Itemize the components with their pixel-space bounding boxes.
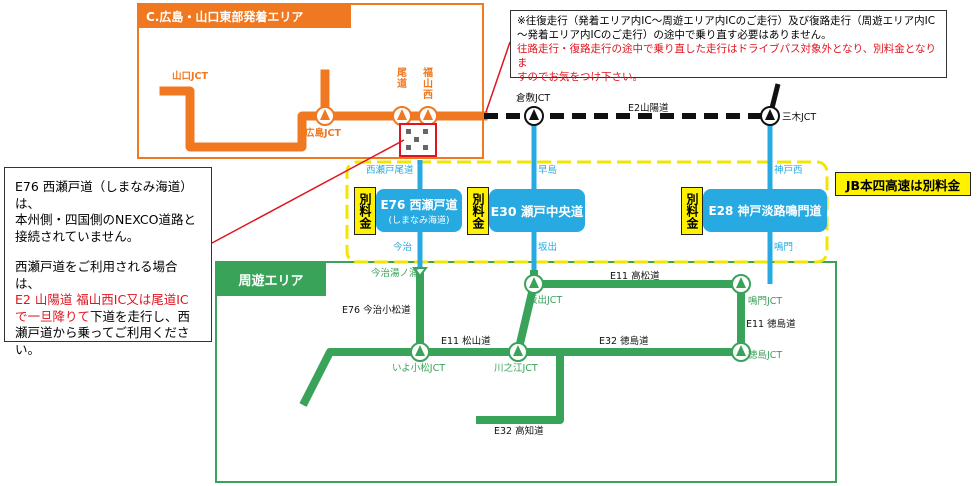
- e76-route-box: E76 西瀬戸道 (しまなみ海道): [376, 189, 462, 232]
- left-note-after-red: 下道を走行し、西: [90, 308, 191, 324]
- left-note-line1: E76 西瀬戸道（しまなみ海道）は、: [15, 179, 193, 211]
- e30-route-name: E30 瀬戸中央道: [490, 204, 584, 219]
- label-imabari: 今治: [393, 241, 412, 253]
- top-note-line1: ※往復走行（発着エリア内IC～周遊エリア内ICのご走行）及び復路走行（周遊エリア…: [517, 15, 936, 27]
- top-note-red2: すのでお気をつけ下さい。: [517, 71, 643, 83]
- jb-separate-fee-badge: JB本四高速は別料金: [835, 172, 971, 196]
- label-hayashima: 早島: [538, 164, 557, 176]
- jct-markers: [315, 106, 780, 362]
- label-e32-kochi: E32 高知道: [494, 425, 544, 437]
- label-e11-takamatsu: E11 高松道: [610, 270, 660, 282]
- label-iyo-komatsu-jct: いよ小松JCT: [392, 362, 445, 374]
- left-note-line4: 西瀬戸道をご利用される場合は、: [15, 259, 178, 291]
- jb-honshi-region: [345, 160, 829, 264]
- pointer-left-note: [211, 139, 405, 244]
- top-note-line2: ～発着エリア内ICのご走行）の途中で乗り直す必要はありません。: [517, 29, 832, 41]
- onomichi-gap-dots: [406, 129, 428, 150]
- left-note-line6: 瀬戸道から乗ってご利用ください。: [15, 325, 190, 357]
- label-kobe-nishi: 神戸西: [774, 164, 803, 176]
- onomichi-marker: [392, 106, 412, 126]
- separate-fee-badge-e76: 別料金: [354, 187, 376, 235]
- shuyu-area-title-text: 周遊エリア: [238, 273, 304, 289]
- separate-fee-badge-e30: 別料金: [467, 187, 489, 235]
- separate-fee-text: 別料金: [471, 193, 485, 229]
- left-note-red1: E2 山陽道 福山西IC又は尾道IC: [15, 292, 189, 307]
- c-area-title: C.広島・山口東部発着エリア: [138, 4, 351, 28]
- miki-jct-marker: [760, 106, 780, 126]
- label-naruto: 鳴門: [774, 241, 793, 253]
- label-e11-matsuyama: E11 松山道: [441, 335, 491, 347]
- label-e11-tokushima: E11 徳島道: [746, 318, 796, 330]
- separate-fee-text: 別料金: [685, 193, 699, 229]
- label-hiroshima-jct: 広島JCT: [305, 127, 342, 139]
- label-sakaide: 坂出: [538, 241, 557, 253]
- naruto-jct-marker: [731, 274, 751, 294]
- label-kawanoe-jct: 川之江JCT: [494, 362, 538, 374]
- label-e32-tokushima: E32 徳島道: [599, 335, 649, 347]
- kurashiki-jct-marker: [524, 106, 544, 126]
- label-yamaguchi-jct: 山口JCT: [172, 70, 209, 82]
- pointer-top-note: [485, 41, 511, 113]
- left-note-line3: 接続されていません。: [15, 228, 140, 244]
- kawanoe-jct-marker: [508, 342, 528, 362]
- imabari-yunoura-marker: [412, 267, 428, 278]
- iyo-komatsu-jct-marker: [410, 342, 430, 362]
- separate-fee-text: 別料金: [358, 193, 372, 229]
- left-note-line2: 本州側・四国側のNEXCO道路と: [15, 212, 196, 227]
- shuyu-area-title: 周遊エリア: [216, 262, 326, 296]
- tokushima-jct-marker: [731, 342, 751, 362]
- jb-separate-fee-text: JB本四高速は別料金: [845, 177, 961, 193]
- c-area-title-text: C.広島・山口東部発着エリア: [146, 9, 304, 24]
- label-sakaide-jct: 坂出JCT: [528, 294, 562, 306]
- label-kurashiki-jct: 倉敷JCT: [516, 92, 550, 104]
- separate-fee-badge-e28: 別料金: [681, 187, 703, 235]
- label-onomichi: 尾道: [397, 67, 407, 90]
- e30-route-box: E30 瀬戸中央道: [489, 189, 585, 232]
- e28-route-box: E28 神戸淡路鳴門道: [703, 189, 827, 232]
- label-e2-sanyo: E2山陽道: [628, 102, 669, 114]
- label-nishiseto-onomichi: 西瀬戸尾道: [366, 164, 414, 176]
- top-note: ※往復走行（発着エリア内IC～周遊エリア内ICのご走行）及び復路走行（周遊エリア…: [510, 10, 947, 83]
- e76-route-name: E76 西瀬戸道: [380, 197, 458, 212]
- label-tokushima-jct: 徳島JCT: [748, 349, 782, 361]
- label-miki-jct: 三木JCT: [782, 111, 816, 123]
- label-imabari-yunoura: 今治湯ノ浦: [371, 267, 419, 279]
- fukuyama-nishi-marker: [418, 106, 438, 126]
- label-fukuyama-nishi: 福山西: [422, 66, 433, 101]
- top-note-red1: 往路走行・復路走行の途中で乗り直した走行はドライブパス対象外となり、別料金となり…: [517, 43, 936, 69]
- label-e76-imabari-komatsu: E76 今治小松道: [342, 304, 411, 316]
- hiroshima-jct-marker: [315, 106, 335, 126]
- e76-route-sub: (しまなみ海道): [388, 215, 450, 226]
- sakaide-jct-marker: [524, 274, 544, 294]
- left-note: E76 西瀬戸道（しまなみ海道）は、 本州側・四国側のNEXCO道路と 接続され…: [4, 167, 212, 357]
- e28-route-name: E28 神戸淡路鳴門道: [708, 204, 822, 218]
- label-naruto-jct: 鳴門JCT: [748, 295, 782, 307]
- left-note-red2: で一旦降りて: [15, 308, 91, 324]
